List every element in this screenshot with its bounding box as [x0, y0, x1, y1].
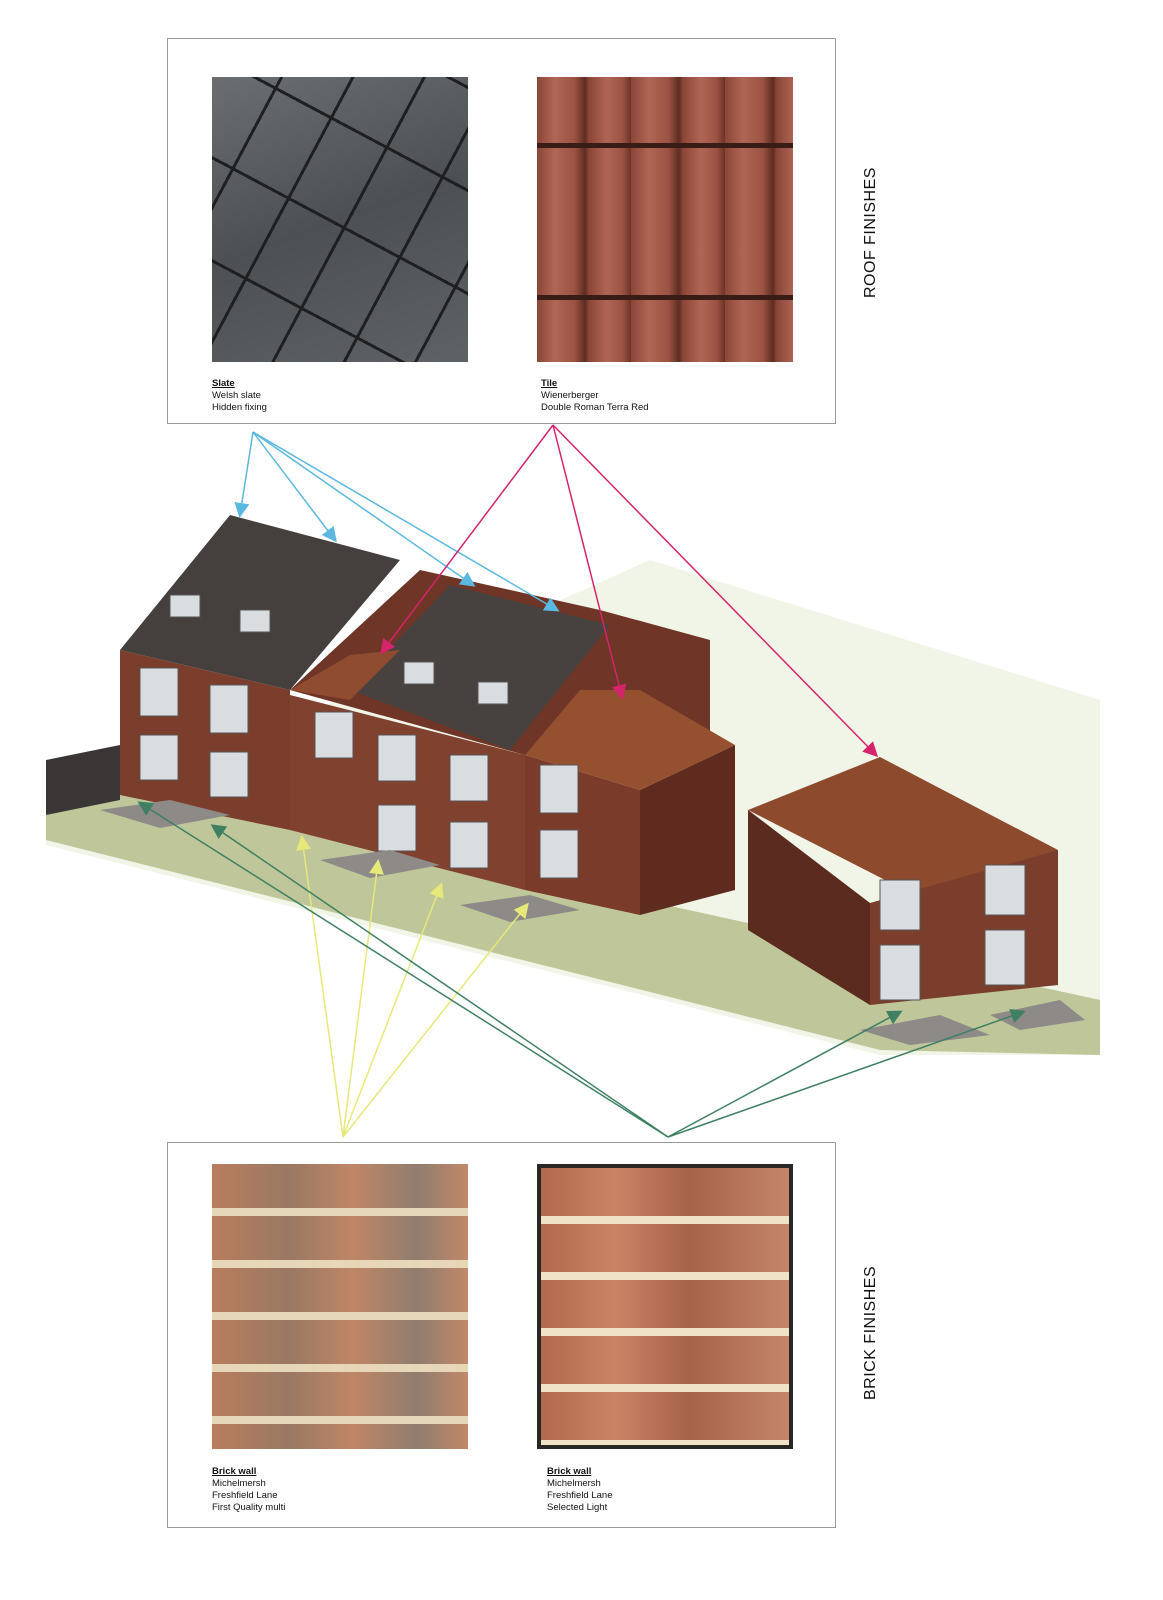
lawn	[46, 790, 1100, 1055]
tile-roof-1	[290, 650, 400, 700]
brick2-arrow	[137, 801, 669, 1138]
tile-line2: Double Roman Terra Red	[541, 402, 649, 413]
brick2-arrow	[667, 1010, 903, 1138]
slate-caption: Slate Welsh slate Hidden fixing	[212, 378, 267, 414]
brick2-arrow	[667, 1008, 1026, 1138]
slate-arrow	[252, 431, 337, 543]
slate-arrow	[252, 431, 560, 612]
slate-roof-2	[350, 585, 610, 750]
brick2-arrow	[210, 824, 669, 1138]
slate-arrow	[234, 431, 254, 518]
brick-light-swatch-image	[537, 1164, 793, 1449]
brick-light-line3: Selected Light	[547, 1502, 608, 1513]
brick-multi-line3: First Quality multi	[212, 1502, 286, 1513]
brick1-arrow	[342, 859, 384, 1138]
brick-light-line2: Freshfield Lane	[547, 1490, 613, 1501]
tile-line1: Wienerberger	[541, 390, 599, 401]
brick-multi-line2: Freshfield Lane	[212, 1490, 278, 1501]
slate-arrow	[252, 431, 476, 587]
brick-multi-title: Brick wall	[212, 1466, 257, 1477]
brick1-arrow	[342, 902, 529, 1138]
slate-line2: Hidden fixing	[212, 402, 267, 413]
roof-finishes-panel: Slate Welsh slate Hidden fixing Tile Wie…	[167, 38, 836, 424]
detached-wall-side	[748, 810, 870, 1005]
brick-multi-caption: Brick wall Michelmersh Freshfield Lane F…	[212, 1466, 285, 1514]
brick1-arrow	[296, 835, 344, 1138]
tile-arrow	[552, 424, 879, 758]
tile-arrow	[380, 424, 554, 655]
slate-swatch-image	[212, 77, 468, 362]
brick-multi-line1: Michelmersh	[212, 1478, 266, 1489]
brick1-arrow	[342, 882, 444, 1138]
brick-light-caption: Brick wall Michelmersh Freshfield Lane S…	[547, 1466, 612, 1514]
brick-finishes-heading: BRICK FINISHES	[862, 1265, 879, 1400]
brick-light-line1: Michelmersh	[547, 1478, 601, 1489]
slate-title: Slate	[212, 378, 235, 389]
tile-swatch-image	[537, 77, 793, 362]
tile-caption: Tile Wienerberger Double Roman Terra Red	[541, 378, 649, 414]
brick-multi-swatch-image	[212, 1164, 468, 1449]
detached-roof	[748, 757, 1058, 903]
tile-arrow	[552, 424, 627, 700]
slate-roof-1	[120, 515, 400, 690]
tile-title: Tile	[541, 378, 558, 389]
windows	[139, 594, 1026, 1001]
brick-light-title: Brick wall	[547, 1466, 592, 1477]
terrace-wall-side	[640, 745, 735, 915]
brick-finishes-panel: Brick wall Michelmersh Freshfield Lane F…	[167, 1142, 836, 1528]
slate-line1: Welsh slate	[212, 390, 261, 401]
boundary-fence	[46, 745, 120, 815]
